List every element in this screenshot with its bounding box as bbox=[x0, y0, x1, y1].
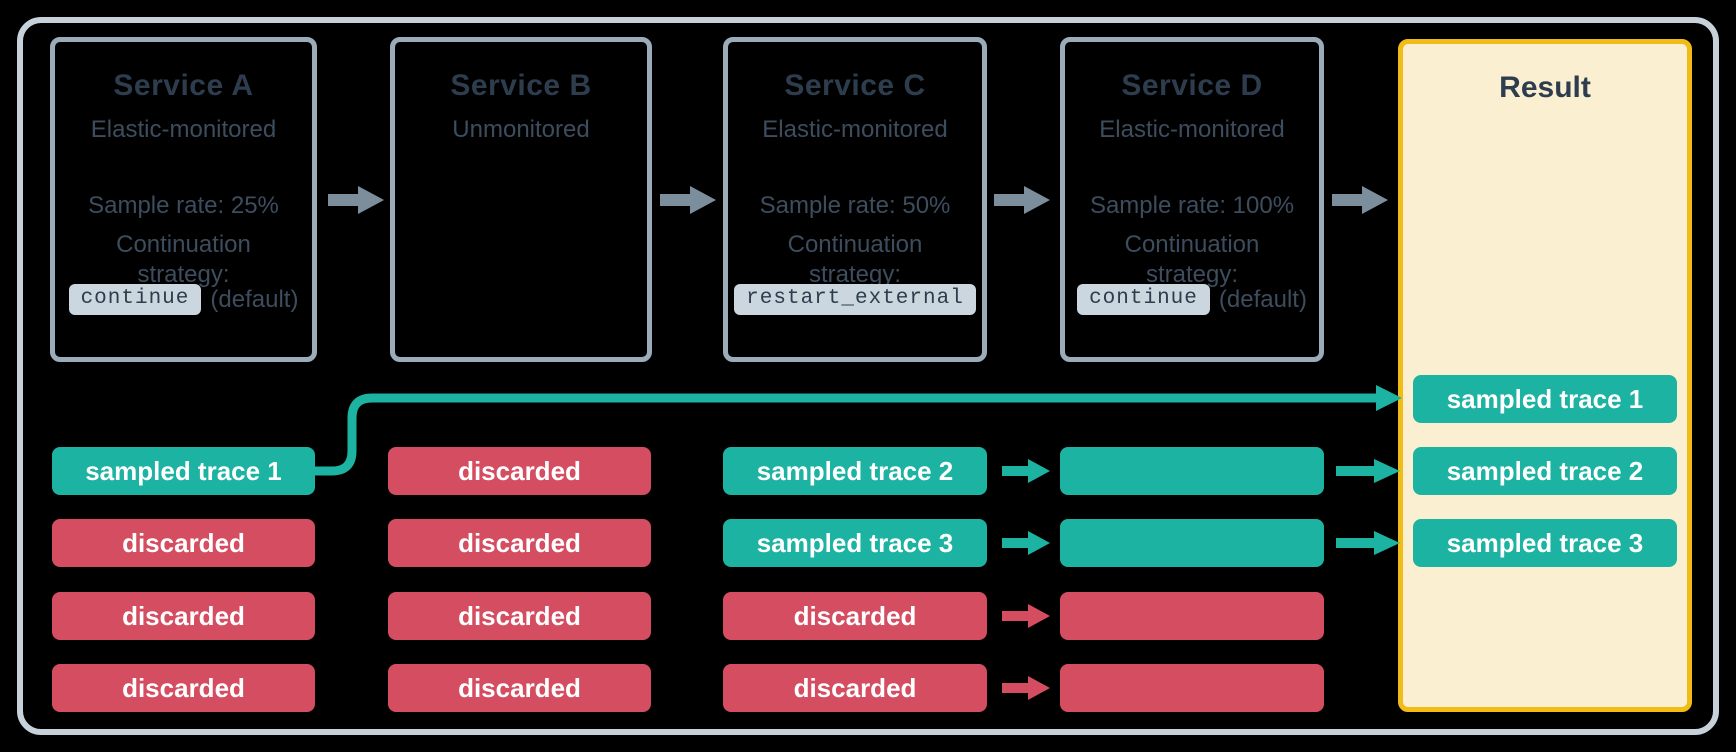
continuation-strategy-label: Continuation strategy: bbox=[116, 231, 251, 288]
service-d-box: Service D Elastic-monitored Sample rate:… bbox=[1060, 37, 1324, 362]
diagram-outer-frame bbox=[17, 17, 1719, 735]
service-title: Service A bbox=[113, 69, 254, 102]
trace-row-a4: discarded bbox=[52, 664, 315, 712]
continuation-strategy-label: Continuation strategy: bbox=[1124, 231, 1260, 288]
strategy-chip-row: continue (default) bbox=[1065, 284, 1319, 315]
strategy-chip-row: restart_external bbox=[728, 284, 982, 315]
service-monitoring: Elastic-monitored bbox=[90, 116, 277, 143]
trace-row-d4 bbox=[1060, 664, 1324, 712]
strategy-code-chip: continue bbox=[1077, 284, 1210, 315]
trace-row-c1: sampled trace 2 bbox=[723, 447, 987, 495]
service-monitoring: Elastic-monitored bbox=[762, 116, 948, 143]
trace-row-a2: discarded bbox=[52, 519, 315, 567]
trace-row-b3: discarded bbox=[388, 592, 651, 640]
trace-row-b1: discarded bbox=[388, 447, 651, 495]
service-sample-rate: Sample rate: 100% bbox=[1089, 192, 1295, 219]
result-title: Result bbox=[1499, 71, 1591, 104]
strategy-default-suffix: (default) bbox=[1218, 285, 1307, 313]
trace-row-c4: discarded bbox=[723, 664, 987, 712]
trace-row-b2: discarded bbox=[388, 519, 651, 567]
service-sample-rate: Sample rate: 50% bbox=[759, 192, 951, 219]
trace-row-a1: sampled trace 1 bbox=[52, 447, 315, 495]
strategy-code-chip: continue bbox=[68, 284, 202, 315]
service-c-box: Service C Elastic-monitored Sample rate:… bbox=[723, 37, 987, 362]
trace-row-c2: sampled trace 3 bbox=[723, 519, 987, 567]
trace-row-a3: discarded bbox=[52, 592, 315, 640]
trace-row-b4: discarded bbox=[388, 664, 651, 712]
trace-row-d1 bbox=[1060, 447, 1324, 495]
service-title: Service C bbox=[784, 69, 926, 102]
trace-row-c3: discarded bbox=[723, 592, 987, 640]
continuation-strategy-label: Continuation strategy: bbox=[787, 231, 923, 288]
strategy-code-chip: restart_external bbox=[734, 284, 976, 315]
service-title: Service D bbox=[1121, 69, 1263, 102]
service-b-box: Service B Unmonitored bbox=[390, 37, 652, 362]
service-monitoring: Elastic-monitored bbox=[1099, 116, 1285, 143]
trace-row-d2 bbox=[1060, 519, 1324, 567]
strategy-chip-row: continue (default) bbox=[55, 284, 312, 315]
service-sample-rate: Sample rate: 25% bbox=[88, 192, 279, 219]
result-row-3: sampled trace 3 bbox=[1413, 519, 1677, 567]
trace-row-d3 bbox=[1060, 592, 1324, 640]
result-row-1: sampled trace 1 bbox=[1413, 375, 1677, 423]
result-row-2: sampled trace 2 bbox=[1413, 447, 1677, 495]
service-title: Service B bbox=[450, 69, 592, 102]
service-monitoring: Unmonitored bbox=[452, 116, 590, 143]
strategy-default-suffix: (default) bbox=[210, 285, 299, 313]
service-a-box: Service A Elastic-monitored Sample rate:… bbox=[50, 37, 317, 362]
